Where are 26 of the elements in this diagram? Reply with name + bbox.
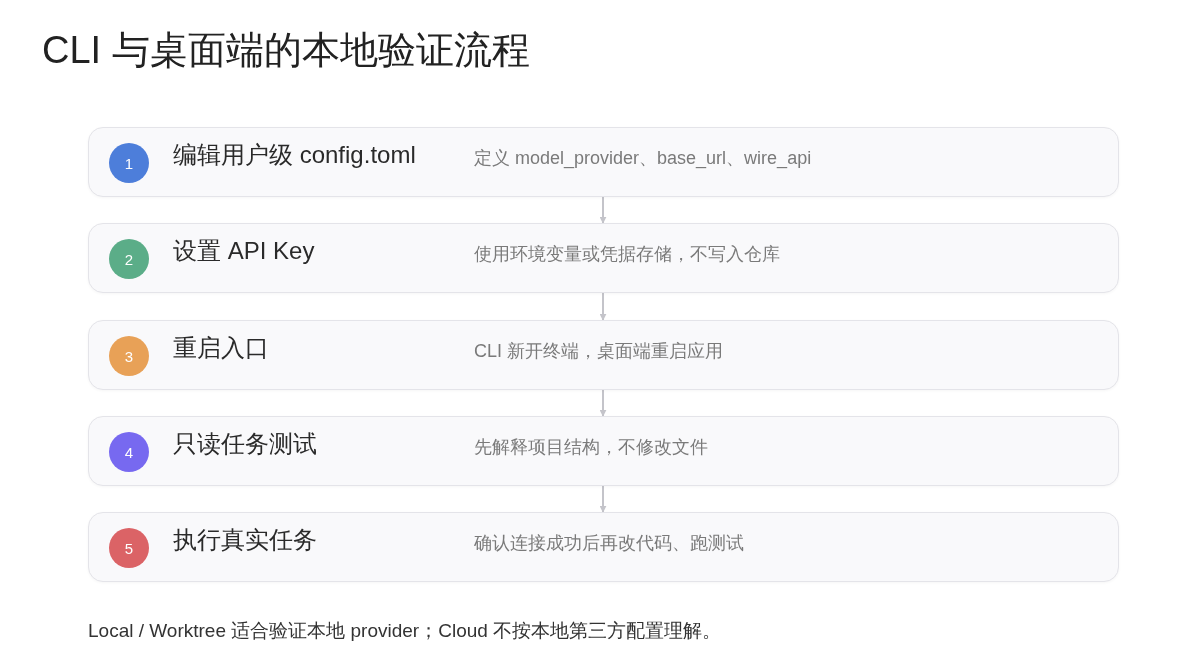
step-card	[88, 416, 1119, 486]
arrow	[599, 485, 607, 513]
step-description: 定义 model_provider、base_url、wire_api	[474, 147, 812, 171]
step-title: 执行真实任务	[173, 525, 317, 555]
step-card	[88, 223, 1119, 293]
arrow	[599, 292, 607, 321]
step-number: 3	[109, 336, 149, 376]
step-title: 设置 API Key	[173, 236, 315, 266]
step-number: 1	[109, 143, 149, 183]
footnote: Local / Worktree 适合验证本地 provider；Cloud 不按本地第三方配置理解。	[88, 619, 722, 643]
step-number: 2	[109, 239, 149, 279]
step-card	[88, 127, 1119, 197]
title: CLI 与桌面端的本地验证流程	[42, 28, 530, 73]
step-description: CLI 新开终端，桌面端重启应用	[474, 340, 723, 363]
step-number: 4	[109, 432, 149, 472]
arrow	[599, 196, 607, 224]
step-number: 5	[109, 528, 149, 568]
step-card	[88, 320, 1119, 390]
step-description: 确认连接成功后再改代码、跑测试	[474, 532, 744, 555]
arrow	[599, 389, 607, 417]
step-title: 只读任务测试	[173, 429, 317, 459]
step-title: 编辑用户级 config.toml	[173, 140, 416, 170]
step-title: 重启入口	[173, 333, 269, 363]
step-description: 使用环境变量或凭据存储，不写入仓库	[474, 243, 780, 266]
step-description: 先解释项目结构，不修改文件	[474, 436, 708, 459]
step-card	[88, 512, 1119, 582]
